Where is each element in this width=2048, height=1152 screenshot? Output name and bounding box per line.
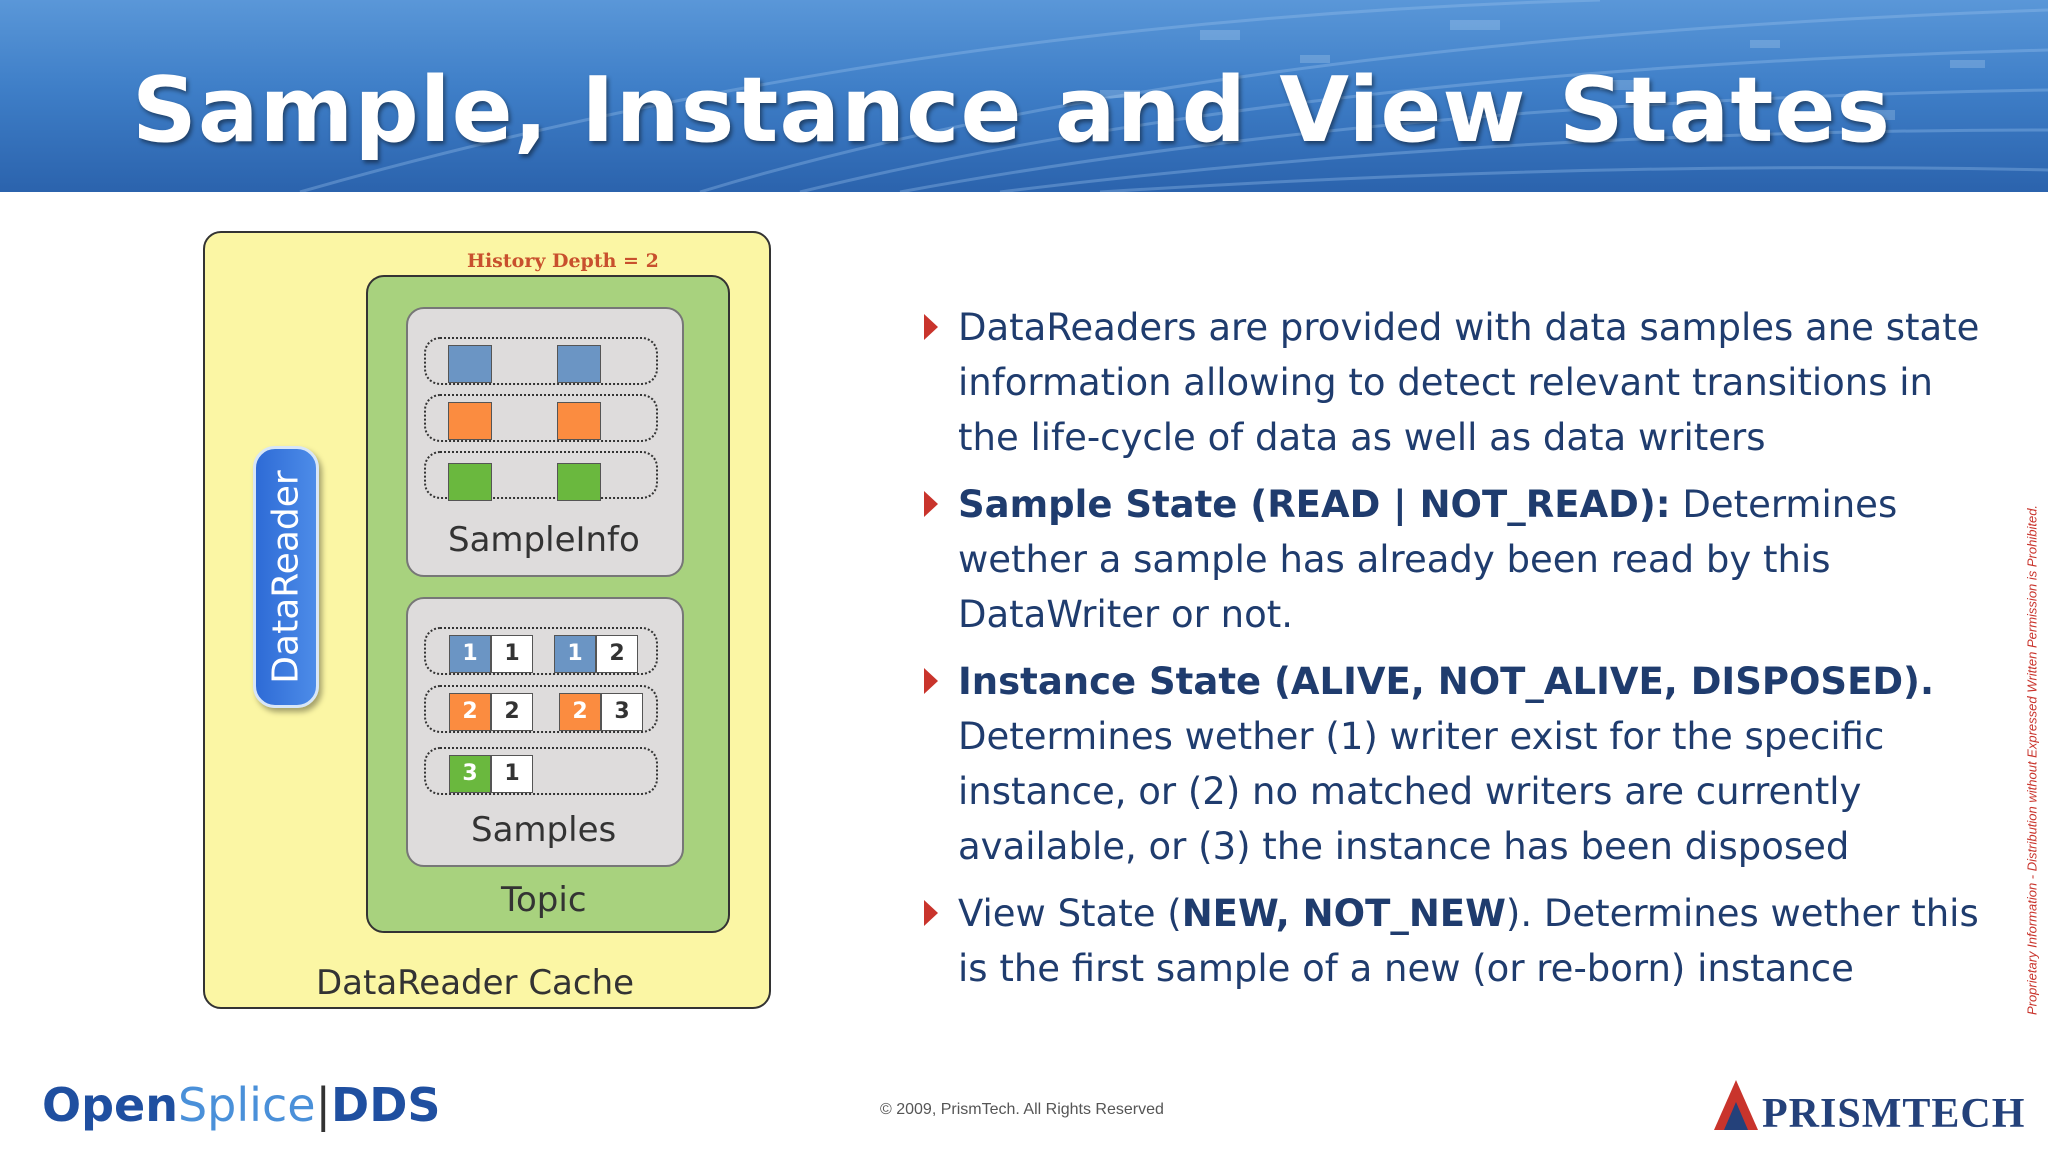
sample-sequence: 1 [491, 635, 533, 673]
logo-open: Open [42, 1078, 178, 1132]
sample-instance-id: 3 [449, 755, 491, 793]
sample-sequence: 2 [491, 693, 533, 731]
sample-instance-id: 2 [449, 693, 491, 731]
sample-sequence: 2 [596, 635, 638, 673]
history-depth-label: History Depth = 2 [467, 250, 659, 272]
sample-cell: 3 1 [449, 755, 533, 793]
datareader-label: DataReader [265, 470, 307, 684]
prismtech-logo-icon [1714, 1080, 1758, 1130]
bullet-list: DataReaders are provided with data sampl… [922, 300, 1982, 1008]
sampleinfo-label: SampleInfo [448, 520, 640, 560]
sampleinfo-row [424, 394, 658, 442]
samples-label: Samples [471, 810, 617, 850]
sample-instance-id: 2 [559, 693, 601, 731]
bullet-text: ). Determines wether this is the first s… [958, 892, 1979, 990]
bullet-bold-text: Sample State (READ | NOT_READ): [958, 483, 1671, 526]
bullet-arrow-icon [924, 668, 938, 694]
sampleinfo-row [424, 451, 658, 499]
logo-separator: | [315, 1078, 332, 1132]
sampleinfo-row [424, 337, 658, 385]
bullet-arrow-icon [924, 314, 938, 340]
samples-row [424, 627, 658, 675]
cache-label: DataReader Cache [316, 963, 635, 1003]
bullet-text: View State ( [958, 892, 1182, 935]
topic-label: Topic [501, 880, 587, 920]
bullet-item: View State (NEW, NOT_NEW). Determines we… [922, 886, 1982, 996]
bullet-text: DataReaders are provided with data sampl… [958, 306, 1980, 459]
bullet-arrow-icon [924, 900, 938, 926]
bullet-item: Instance State (ALIVE, NOT_ALIVE, DISPOS… [922, 654, 1982, 874]
sample-cell: 1 1 [449, 635, 533, 673]
slide-title: Sample, Instance and View States [132, 58, 1892, 163]
bullet-text: Determines wether a sample has already b… [958, 483, 1898, 636]
proprietary-side-note: Proprietary Information - Distribution w… [2024, 504, 2040, 1016]
samples-row [424, 685, 658, 733]
sampleinfo-square [448, 345, 492, 383]
samples-row [424, 747, 658, 795]
sampleinfo-square [557, 402, 601, 440]
sample-cell: 1 2 [554, 635, 638, 673]
sampleinfo-square [557, 345, 601, 383]
opensplice-dds-logo: OpenSplice|DDS [42, 1078, 441, 1132]
header-banner: Sample, Instance and View States [0, 0, 2048, 192]
bullet-text: Determines wether (1) writer exist for t… [958, 715, 1885, 868]
datareader-pill [253, 446, 319, 708]
sampleinfo-square [448, 402, 492, 440]
copyright-notice: © 2009, PrismTech. All Rights Reserved [880, 1101, 1164, 1118]
bullet-bold-text: NEW, NOT_NEW [1181, 892, 1506, 935]
bullet-item: Sample State (READ | NOT_READ): Determin… [922, 477, 1982, 642]
logo-dds: DDS [331, 1078, 441, 1132]
sample-cell: 2 2 [449, 693, 533, 731]
sample-sequence: 3 [601, 693, 643, 731]
sample-instance-id: 1 [554, 635, 596, 673]
logo-splice: Splice [177, 1078, 316, 1132]
sampleinfo-square [448, 463, 492, 501]
bullet-arrow-icon [924, 491, 938, 517]
sample-cell: 2 3 [559, 693, 643, 731]
bullet-bold-text: Instance State (ALIVE, NOT_ALIVE, DISPOS… [958, 660, 1935, 703]
sample-sequence: 1 [491, 755, 533, 793]
bullet-item: DataReaders are provided with data sampl… [922, 300, 1982, 465]
prismtech-brand: PRISMTECH [1762, 1091, 2026, 1137]
sampleinfo-square [557, 463, 601, 501]
sample-instance-id: 1 [449, 635, 491, 673]
banner-background-graphic [299, 0, 2048, 192]
